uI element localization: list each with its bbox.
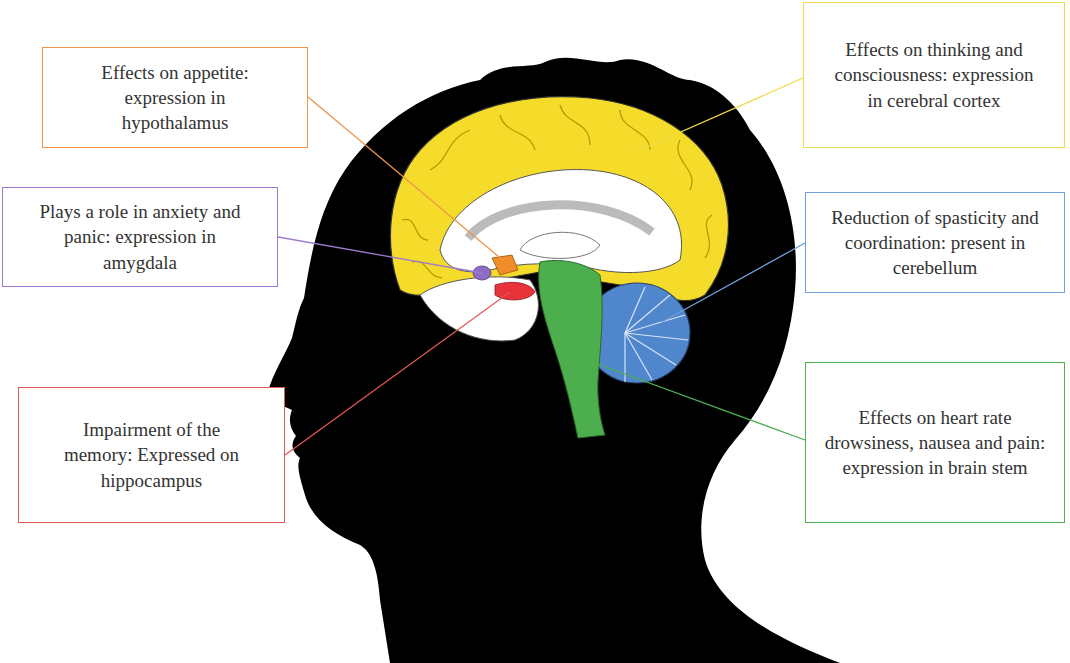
gyrus-line xyxy=(402,219,428,240)
hippocampus xyxy=(495,282,535,300)
callout-text: Impairment of the memory: Expressed on h… xyxy=(58,417,246,492)
leader-line xyxy=(662,243,805,322)
callout-box: Effects on appetite: expression in hypot… xyxy=(42,47,308,148)
head-silhouette xyxy=(268,58,840,663)
callout-text: Reduction of spasticity and coordination… xyxy=(822,205,1048,280)
leader-line xyxy=(308,97,505,262)
gyrus-line xyxy=(705,215,712,258)
folia-line xyxy=(625,333,652,380)
gyrus-line xyxy=(620,110,650,150)
leader-line xyxy=(278,237,482,273)
cortex-gyri xyxy=(402,105,712,278)
folia-line xyxy=(625,333,676,365)
thalamus xyxy=(520,232,600,258)
callout-text: Effects on heart rate drowsiness, nausea… xyxy=(822,405,1048,480)
gyrus-line xyxy=(678,140,692,190)
brain-stem xyxy=(539,261,605,438)
leader-line xyxy=(285,292,510,455)
folia-line xyxy=(625,315,685,333)
callout-box: Effects on heart rate drowsiness, nausea… xyxy=(805,362,1065,523)
callout-box: Effects on thinking and consciousness: e… xyxy=(803,2,1065,148)
leader-line xyxy=(640,78,803,150)
callout-text: Effects on thinking and consciousness: e… xyxy=(833,37,1036,112)
folia-line xyxy=(625,295,670,333)
folia-line xyxy=(625,287,645,333)
callout-text: Effects on appetite: expression in hypot… xyxy=(85,60,265,135)
gyrus-line xyxy=(560,105,590,145)
gyrus-line xyxy=(430,130,470,170)
leader-line xyxy=(592,362,805,440)
callout-box: Reduction of spasticity and coordination… xyxy=(805,192,1065,293)
temporal-lobe xyxy=(420,277,538,341)
gyrus-line xyxy=(500,115,535,150)
cerebellum-folia xyxy=(625,287,688,382)
callout-box: Impairment of the memory: Expressed on h… xyxy=(18,387,285,523)
callout-box: Plays a role in anxiety and panic: expre… xyxy=(2,187,278,287)
callout-text: Plays a role in anxiety and panic: expre… xyxy=(26,199,254,274)
leader-lines xyxy=(278,78,805,455)
medial-region xyxy=(440,170,682,273)
hypothalamus xyxy=(492,255,518,275)
